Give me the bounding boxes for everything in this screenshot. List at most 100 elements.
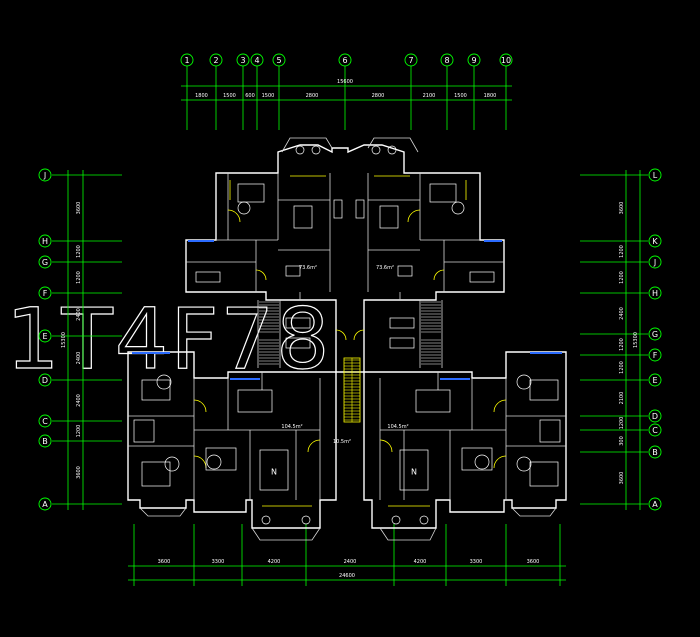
segment-dimension-text: 2400 — [76, 308, 82, 321]
axis-bubble-label: J — [653, 258, 656, 267]
axis-bubble-label: H — [652, 289, 658, 298]
area-label-lower-left: 104.5m² — [281, 424, 302, 430]
plant — [261, 515, 271, 525]
sofa — [355, 199, 365, 219]
segment-dimension-text: 3600 — [76, 202, 82, 215]
axis-bubble — [404, 53, 418, 67]
elevator-shafts — [257, 300, 443, 368]
axis-bubble — [648, 409, 662, 423]
door-swing — [193, 455, 207, 469]
axis-bubble-label: F — [43, 289, 48, 298]
door-swing — [407, 209, 421, 223]
total-dimension-text: 15300 — [61, 332, 67, 348]
bed — [529, 461, 559, 487]
total-dimension-text: 15300 — [633, 332, 639, 348]
segment-dimension-text: 1800 — [195, 93, 208, 99]
washbasin — [285, 337, 311, 349]
sofa — [333, 199, 343, 219]
door-swing — [227, 209, 241, 223]
axis-bubble — [499, 53, 513, 67]
segment-dimension-text: 1200 — [76, 245, 82, 258]
axis-bubble — [648, 348, 662, 362]
axis-bubble-label: E — [652, 376, 657, 385]
axis-bubble-label: B — [652, 448, 658, 457]
door-swing — [493, 455, 507, 469]
windows — [132, 240, 562, 380]
sofa-mark: N — [271, 468, 277, 477]
armchair — [156, 374, 172, 390]
axis-bubble — [648, 497, 662, 511]
axis-bubble — [38, 329, 52, 343]
bathtub — [389, 317, 415, 329]
axis-bubble — [38, 497, 52, 511]
plant — [301, 515, 311, 525]
door-swing — [493, 399, 507, 413]
sofa-set — [259, 449, 289, 491]
lower-left-block-outline — [127, 351, 337, 529]
segment-dimension-text: 600 — [245, 93, 255, 99]
chair — [451, 201, 465, 215]
segment-dimension-text: 2400 — [619, 307, 625, 320]
axis-bubble — [250, 53, 264, 67]
bed — [461, 447, 493, 471]
area-label-upper-right: 73.6m² — [376, 265, 394, 271]
axis-bubble — [648, 286, 662, 300]
axis-bubble — [236, 53, 250, 67]
axis-bubble-label: C — [652, 426, 658, 435]
total-dimension-text: 24600 — [339, 573, 355, 579]
axis-bubble — [38, 414, 52, 428]
axis-bubble-label: 7 — [408, 56, 413, 65]
segment-dimension-text: 3600 — [619, 472, 625, 485]
segment-dimension-text: 1200 — [619, 417, 625, 430]
segment-dimension-text: 1500 — [223, 93, 236, 99]
axis-bubble — [38, 434, 52, 448]
plant — [419, 515, 429, 525]
segment-dimension-text: 2100 — [423, 93, 436, 99]
axis-bubble — [38, 255, 52, 269]
armchair — [516, 374, 532, 390]
bottom-bay-windows — [139, 507, 557, 541]
segment-dimension-text: 300 — [619, 436, 625, 446]
segment-dimension-text: 1200 — [619, 245, 625, 258]
plant — [387, 145, 397, 155]
door-swing — [307, 439, 321, 453]
axis-bubble-label: 10 — [501, 56, 511, 65]
area-label-stair: 10.5m² — [333, 439, 351, 445]
axis-bubble-label: L — [653, 171, 658, 180]
axis-bubble — [648, 327, 662, 341]
segment-dimension-text: 4200 — [268, 559, 281, 565]
bed — [237, 183, 265, 203]
plant — [371, 145, 381, 155]
axis-bubble-label: A — [652, 500, 658, 509]
axis-bubble — [38, 286, 52, 300]
armchair — [164, 456, 180, 472]
axis-bubble — [272, 53, 286, 67]
segment-dimension-text: 3600 — [527, 559, 540, 565]
axis-bubble-label: F — [653, 351, 658, 360]
axis-bubble-label: 5 — [276, 56, 281, 65]
segment-dimension-text: 1200 — [619, 338, 625, 351]
axis-bubble-label: 4 — [254, 56, 259, 65]
bed — [141, 461, 171, 487]
segment-dimension-text: 4200 — [414, 559, 427, 565]
door-swing — [379, 439, 393, 453]
area-label-lower-right: 104.5m² — [387, 424, 408, 430]
axis-bubble-label: 8 — [444, 56, 449, 65]
segment-dimension-text: 1200 — [76, 271, 82, 284]
left-axis-grid: JHGFEDCBA1530036001200120024002400240012… — [38, 168, 122, 511]
axis-bubble — [648, 234, 662, 248]
right-axis-grid: LKJHGFEDCBA15300360012001200240012001200… — [580, 168, 662, 511]
armchair — [206, 454, 222, 470]
door-swing — [335, 329, 347, 341]
axis-bubble — [648, 255, 662, 269]
segment-dimension-text: 3300 — [212, 559, 225, 565]
kitchen-counter — [469, 271, 495, 283]
door-swing — [433, 269, 445, 281]
segment-dimension-text: 3600 — [619, 202, 625, 215]
axis-bubble — [209, 53, 223, 67]
lower-right-block-outline — [363, 351, 567, 529]
segment-dimension-text: 1200 — [619, 361, 625, 374]
